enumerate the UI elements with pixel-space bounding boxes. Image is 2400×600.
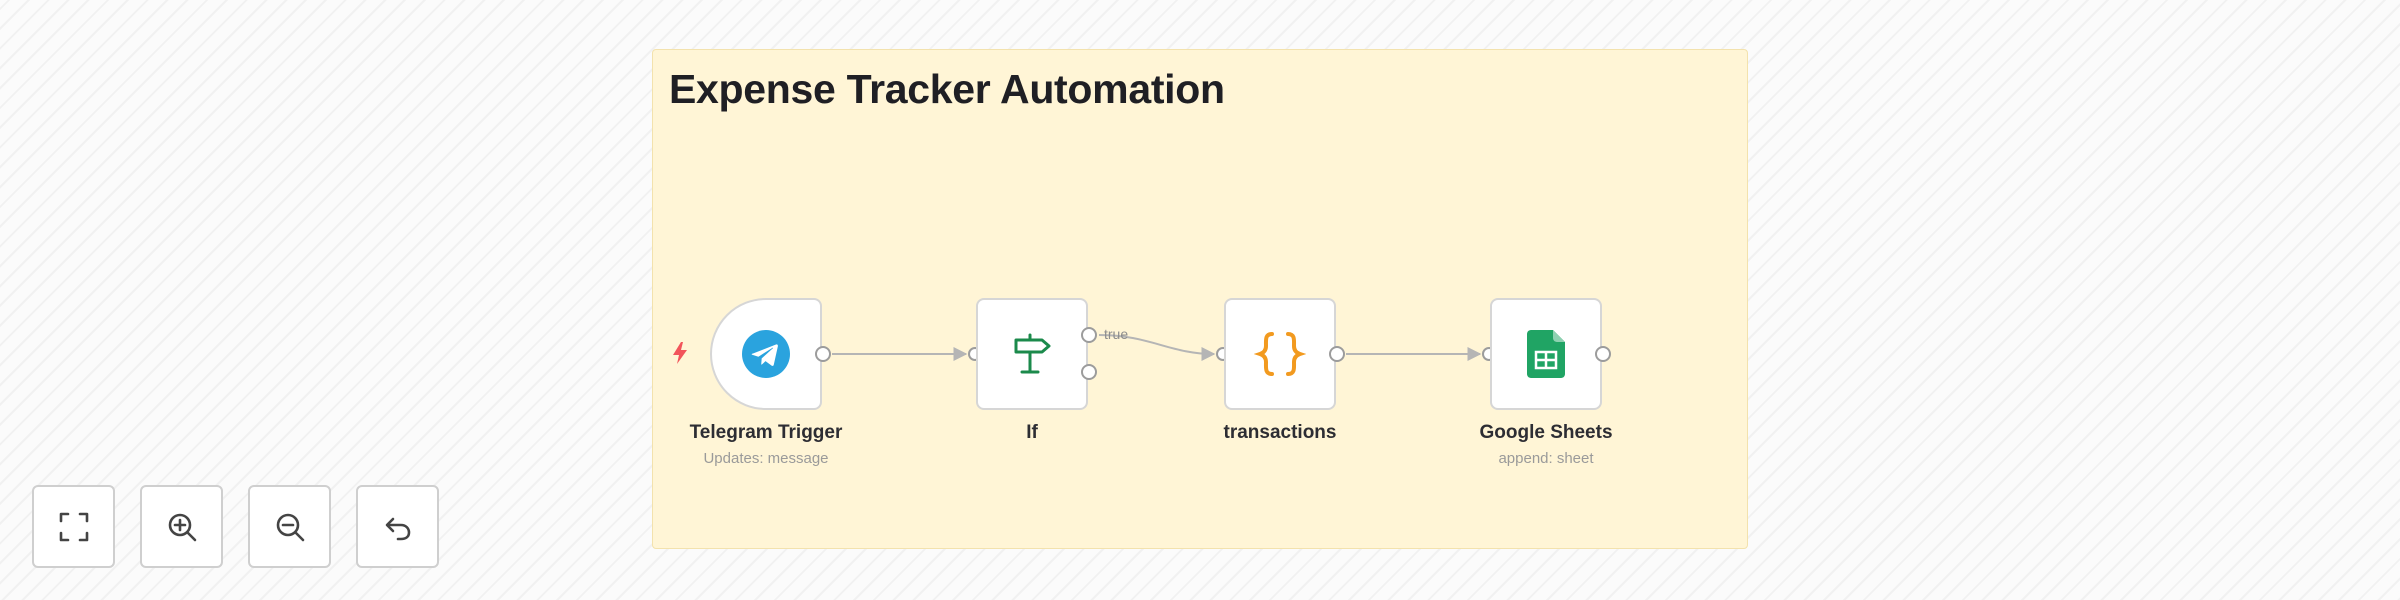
output-handle-google-sheets[interactable] [1595, 346, 1611, 362]
zoom-out-icon [276, 513, 304, 541]
canvas-controls [32, 485, 439, 568]
sticky-note-title: Expense Tracker Automation [669, 66, 1225, 112]
node-subtitle-google-sheets: append: sheet [1498, 450, 1594, 467]
output-handle-if-false[interactable] [1081, 364, 1097, 380]
node-label-transactions: transactions [1223, 422, 1337, 443]
lightning-bolt-icon [673, 342, 687, 364]
fit-view-button[interactable] [32, 485, 115, 568]
node-google-sheets[interactable] [1490, 298, 1602, 410]
fit-view-icon [59, 512, 88, 541]
node-telegram-trigger[interactable] [710, 298, 822, 410]
node-transactions[interactable] [1224, 298, 1336, 410]
node-label-if: If [1026, 422, 1038, 443]
zoom-in-button[interactable] [140, 485, 223, 568]
node-subtitle-telegram-trigger: Updates: message [703, 450, 829, 467]
signpost-icon [1010, 332, 1054, 376]
node-label-telegram-trigger: Telegram Trigger [689, 422, 843, 443]
output-handle-transactions[interactable] [1329, 346, 1345, 362]
output-handle-telegram-trigger[interactable] [815, 346, 831, 362]
curly-braces-icon [1254, 328, 1306, 380]
google-sheets-icon [1527, 330, 1565, 378]
node-label-google-sheets: Google Sheets [1479, 422, 1613, 443]
telegram-icon [742, 330, 790, 378]
zoom-out-button[interactable] [248, 485, 331, 568]
branch-label-true: true [1104, 326, 1129, 342]
undo-icon [385, 517, 410, 540]
node-if[interactable] [976, 298, 1088, 410]
reset-zoom-button[interactable] [356, 485, 439, 568]
output-handle-if-true[interactable] [1081, 327, 1097, 343]
zoom-in-icon [168, 513, 196, 541]
